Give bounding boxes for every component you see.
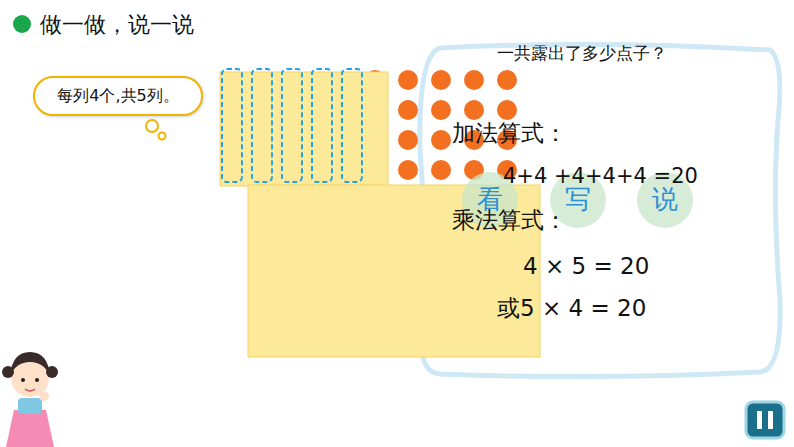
- dashed-columns: [222, 69, 362, 182]
- bubble-tail: [146, 120, 158, 132]
- equation: 或5 × 4 = 20: [497, 293, 646, 324]
- bubble-text: 每列4个,共5列。: [57, 86, 178, 105]
- girl-figure: [2, 352, 58, 447]
- equation: 4 × 5 = 20: [523, 253, 649, 279]
- slide-title: 做一做，说一说: [40, 10, 194, 40]
- thought-bubble: 每列4个,共5列。: [33, 76, 203, 116]
- equation: 4+4 +4+4+4 =20: [503, 164, 698, 188]
- pause-button: [746, 402, 784, 438]
- section-heading: 加法算式：: [452, 118, 567, 149]
- section-heading: 乘法算式：: [452, 205, 567, 236]
- bubble-tail: [159, 133, 166, 140]
- step-text: 写: [565, 184, 591, 215]
- step-text: 说: [652, 184, 678, 215]
- question-text: 一共露出了多少点子？: [497, 42, 667, 65]
- bullet-dot: [13, 15, 31, 33]
